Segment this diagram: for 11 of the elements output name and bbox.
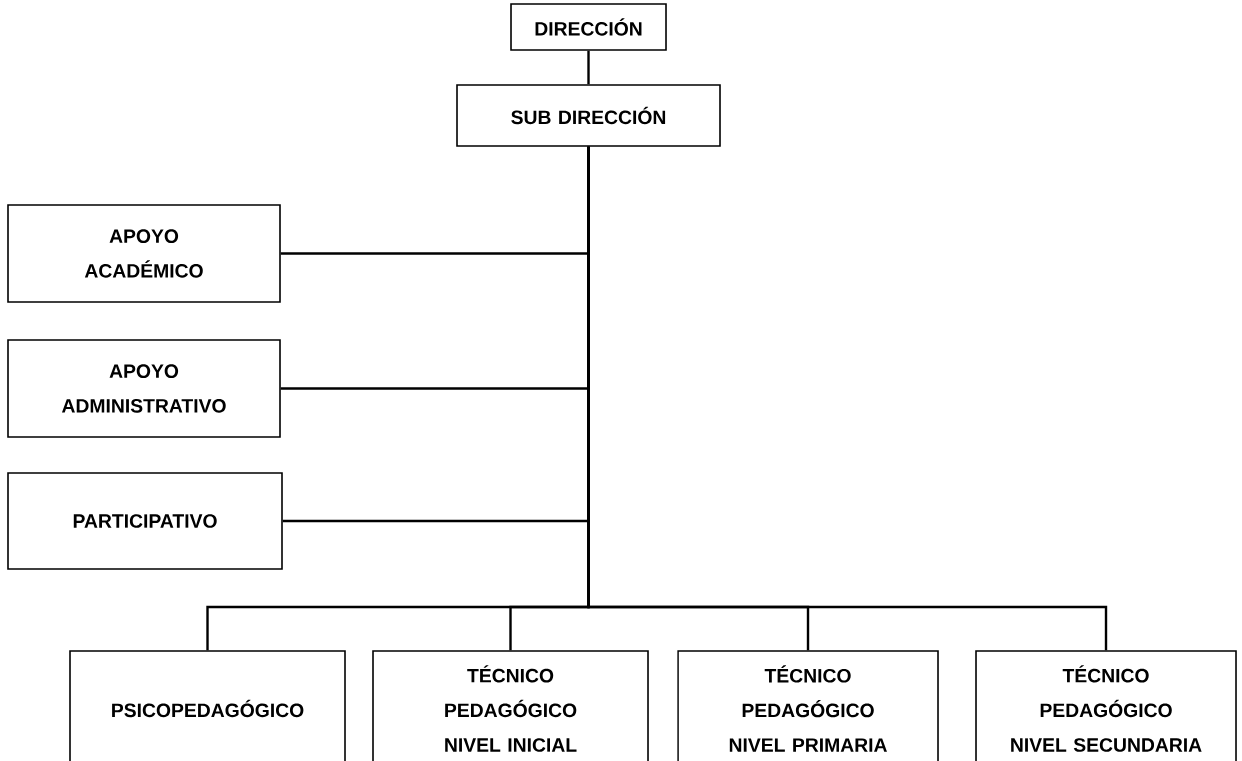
org-box: APOYO ADMINISTRATIVO (7, 339, 281, 438)
connector-line (587, 50, 590, 85)
org-box: DIRECCIÓN (510, 3, 667, 51)
connector-line (587, 146, 1108, 651)
org-box: SUB DIRECCIÓN (456, 84, 721, 147)
org-box: PSICOPEDAGÓGICO (69, 650, 346, 761)
org-box: TÉCNICO PEDAGÓGICO NIVEL SECUNDARIA (975, 650, 1237, 761)
org-box: PARTICIPATIVO (7, 472, 283, 570)
org-box: TÉCNICO PEDAGÓGICO NIVEL PRIMARIA (677, 650, 939, 761)
org-box: TÉCNICO PEDAGÓGICO NIVEL INICIAL (372, 650, 649, 761)
org-box: APOYO ACADÉMICO (7, 204, 281, 303)
